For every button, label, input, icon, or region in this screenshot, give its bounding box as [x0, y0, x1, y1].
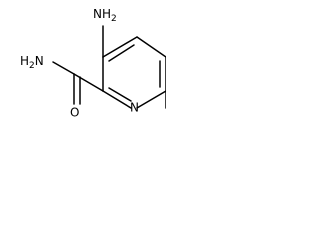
carbonyl-oxygen-label: O — [70, 106, 79, 120]
ring-bond-c3-c4 — [102, 36, 138, 58]
amide-n-label: N — [35, 54, 44, 68]
amide-subscript-label: 2 — [29, 61, 35, 71]
carbonyl-carbon-bond — [73, 73, 104, 92]
ring-bond-n1-c2-b — [108, 87, 132, 102]
ring-bond-c4-c5 — [136, 36, 166, 58]
amide-h-label: H — [20, 54, 29, 68]
amino-n-label: N — [93, 7, 102, 21]
amide-group-label: H2N — [20, 54, 44, 71]
ring-bond-c6-n1 — [136, 90, 166, 109]
ring-bond-n1-c2-a — [102, 90, 132, 109]
ring-bond-c3-c4-inner — [108, 44, 135, 62]
amide-n-bond — [52, 61, 75, 75]
amino-group-label: NH2 — [93, 7, 117, 24]
amino-subscript-label: 2 — [111, 14, 117, 24]
ring-nitrogen-label: N — [130, 101, 139, 115]
amino-h-label: H — [102, 7, 111, 21]
molecule-structure: NH2 H2N O N — [20, 7, 166, 120]
